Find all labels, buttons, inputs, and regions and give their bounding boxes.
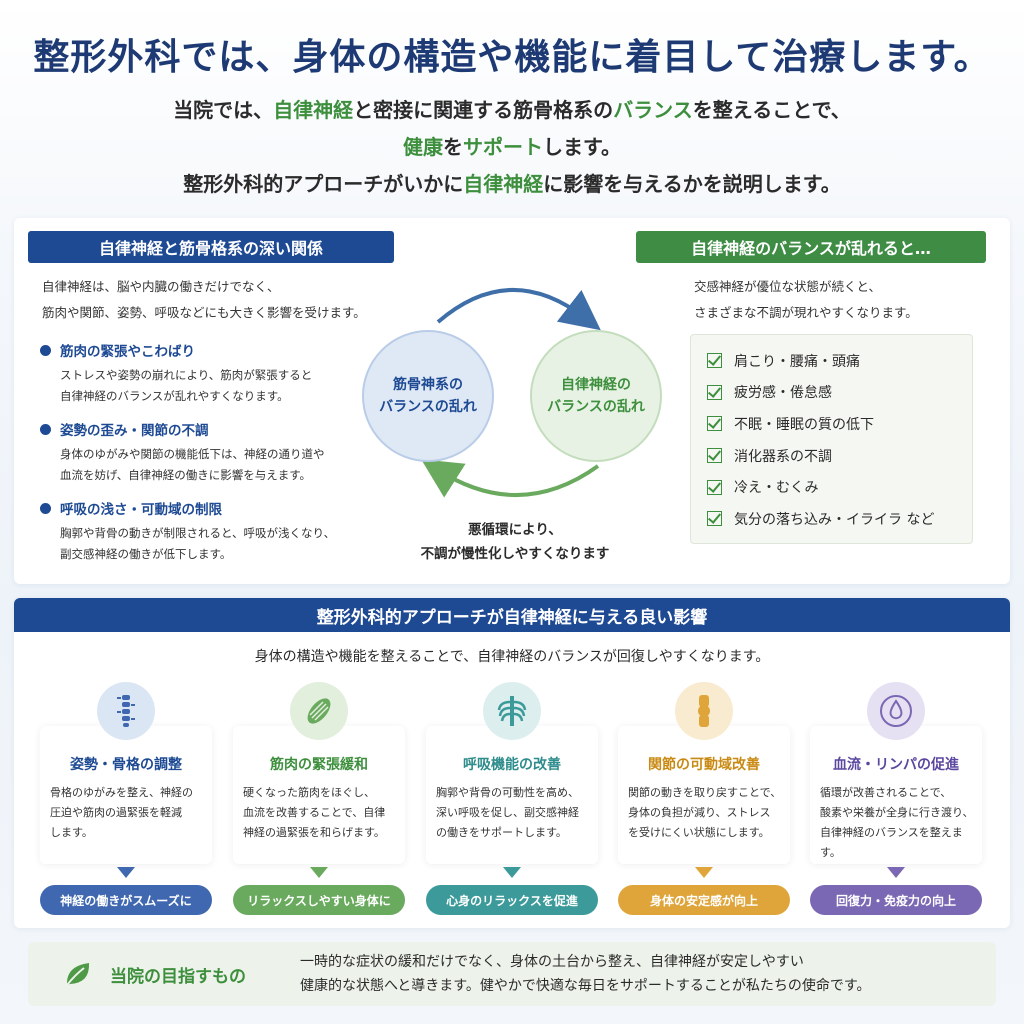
symptom-item: 疲労感・倦怠感 — [707, 377, 972, 409]
cycle-arrow-bottom — [421, 459, 600, 498]
effect-card-circulation: 血流・リンパの促進 循環が改善されることで、 酸素や栄養が全身に行き渡り、 自律… — [810, 726, 982, 864]
drop-icon — [867, 682, 925, 740]
mission-box: 当院の目指すもの 一時的な症状の緩和だけでなく、身体の土台から整え、自律神経が安… — [28, 942, 996, 1006]
result-pill: 回復力・免疫力の向上 — [810, 885, 982, 915]
imbalance-header: 自律神経のバランスが乱れると… — [636, 231, 986, 263]
mission-label: 当院の目指すもの — [110, 967, 246, 987]
down-arrow-icon — [887, 867, 905, 878]
imbalance-intro: 交感神経が優位な状態が続くと、 さまざまな不調が現れやすくなります。 — [694, 279, 918, 320]
effects-subtitle: 身体の構造や機能を整えることで、自律神経のバランスが回復しやすくなります。 — [254, 649, 770, 665]
page-title: 整形外科では、身体の構造や機能に着目して治療します。 — [33, 36, 991, 78]
result-pill: 身体の安定感が向上 — [618, 885, 790, 915]
cycle-arrow-top — [436, 288, 601, 331]
checkbox-icon — [707, 511, 722, 527]
symptom-item: 肩こり・腰痛・頭痛 — [707, 345, 972, 377]
spine-icon — [97, 682, 155, 740]
checkbox-icon — [707, 384, 722, 400]
effect-card-breathing: 呼吸機能の改善 胸郭や背骨の可動性を高め、 深い呼吸を促し、副交感神経 の働きを… — [426, 726, 598, 864]
effect-card-muscle: 筋肉の緊張緩和 硬くなった筋肉をほぐし、 血流を改善することで、自律 神経の過緊… — [233, 726, 405, 864]
checkbox-icon — [707, 479, 722, 495]
relation-item: 筋肉の緊張やこわばり ストレスや姿勢の崩れにより、筋肉が緊張すると 自律神経のバ… — [40, 340, 400, 407]
effects-header: 整形外科的アプローチが自律神経に与える良い影響 — [14, 598, 1010, 632]
down-arrow-icon — [695, 867, 713, 878]
intro-line-2: 健康をサポートします。 — [403, 135, 621, 159]
leaf-icon — [62, 958, 94, 994]
bullet-dot — [40, 344, 51, 356]
intro-text: 当院では、自律神経と密接に関連する筋骨格系のバランスを整えることで、 健康をサポ… — [0, 92, 1024, 203]
muscle-icon — [290, 682, 348, 740]
result-pill: 心身のリラックスを促進 — [426, 885, 598, 915]
symptom-item: 冷え・むくみ — [707, 471, 972, 503]
intro-line-3: 整形外科的アプローチがいかに自律神経に影響を与えるかを説明します。 — [183, 172, 841, 196]
mission-text: 一時的な症状の緩和だけでなく、身体の土台から整え、自律神経が安定しやすい 健康的… — [300, 954, 871, 994]
joint-icon — [675, 682, 733, 740]
relation-item: 姿勢の歪み・関節の不調 身体のゆがみや関節の機能低下は、神経の通り道や 血流を妨… — [40, 419, 400, 486]
cycle-circle-autonomic: 自律神経のバランスの乱れ — [530, 330, 662, 462]
ribcage-icon — [483, 682, 541, 740]
intro-line-1: 当院では、自律神経と密接に関連する筋骨格系のバランスを整えることで、 — [173, 98, 851, 122]
bullet-dot — [40, 502, 51, 514]
checkbox-icon — [707, 353, 722, 369]
relation-intro: 自律神経は、脳や内臓の働きだけでなく、 筋肉や関節、姿勢、呼吸などにも大きく影響… — [42, 279, 366, 320]
down-arrow-icon — [117, 867, 135, 878]
cycle-circle-musculoskeletal: 筋骨神系のバランスの乱れ — [362, 330, 494, 462]
bullet-dot — [40, 423, 51, 435]
symptom-item: 不眠・睡眠の質の低下 — [707, 408, 972, 440]
down-arrow-icon — [310, 867, 328, 878]
cycle-caption: 悪循環により、 不調が慢性化しやすくなります — [420, 522, 610, 562]
result-pill: 神経の働きがスムーズに — [40, 885, 212, 915]
symptom-checklist: 肩こり・腰痛・頭痛 疲労感・倦怠感 不眠・睡眠の質の低下 消化器系の不調 冷え・… — [690, 334, 973, 544]
relation-item: 呼吸の浅さ・可動域の制限 胸郭や背骨の動きが制限されると、呼吸が浅くなり、 副交… — [40, 498, 400, 565]
cycle-arrows — [421, 288, 601, 498]
checkbox-icon — [707, 416, 722, 432]
checkbox-icon — [707, 448, 722, 464]
effect-card-posture: 姿勢・骨格の調整 骨格のゆがみを整え、神経の 圧迫や筋肉の過緊張を軽減 します。 — [40, 726, 212, 864]
symptom-item: 気分の落ち込み・イライラ など — [707, 503, 972, 535]
relation-header: 自律神経と筋骨格系の深い関係 — [28, 231, 394, 263]
down-arrow-icon — [503, 867, 521, 878]
symptom-item: 消化器系の不調 — [707, 440, 972, 472]
result-pill: リラックスしやすい身体に — [233, 885, 405, 915]
effect-card-joint: 関節の可動域改善 関節の動きを取り戻すことで、 身体の負担が減り、ストレス を受… — [618, 726, 790, 864]
